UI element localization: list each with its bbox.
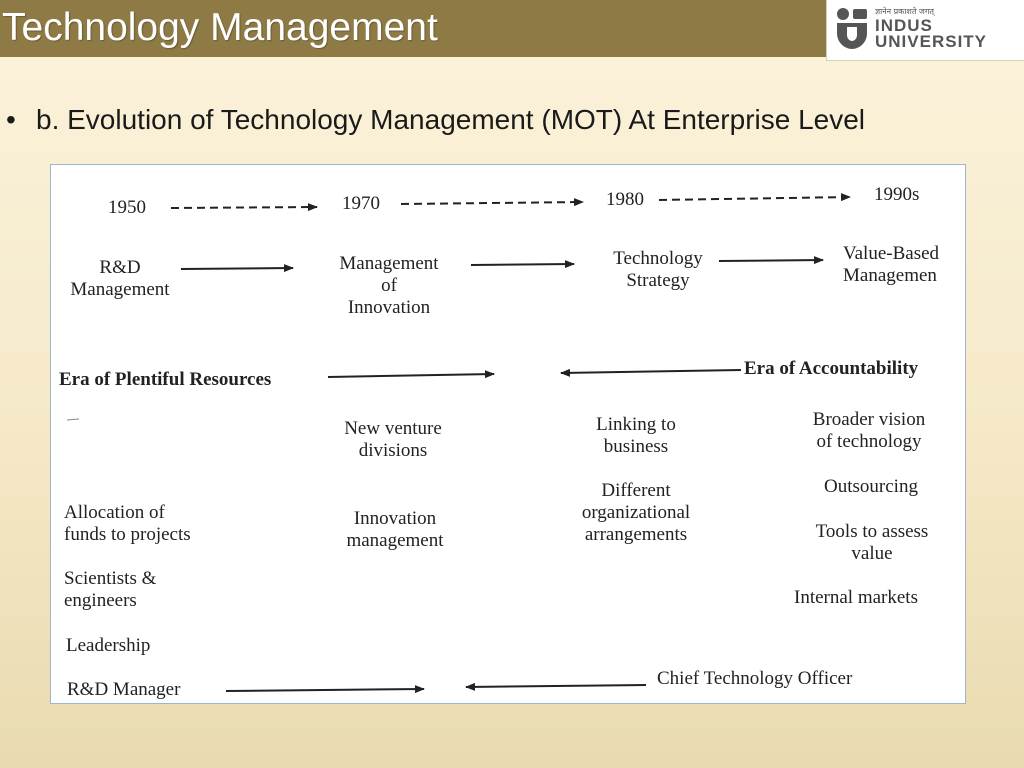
- tools-to-assess-value: Tools to assess value: [815, 521, 929, 564]
- internal-markets: Internal markets: [794, 587, 918, 608]
- cto-arrow: [465, 682, 647, 691]
- era-accountability: Era of Accountability: [744, 358, 919, 379]
- era-accountability-arrow: [560, 368, 742, 377]
- scientists-engineers: Scientists & engineers: [64, 568, 157, 611]
- stage-arrow-3: [718, 256, 824, 265]
- stage-technology-strategy: Technology Strategy: [613, 248, 703, 291]
- logo-name-line2: UNIVERSITY: [875, 32, 988, 51]
- era-plentiful-arrow: [327, 370, 495, 379]
- university-logo: ज्ञानेन प्रकाशते जगत् INDUS UNIVERSITY: [826, 0, 1024, 61]
- bullet-icon: •: [6, 104, 16, 135]
- chief-technology-officer: Chief Technology Officer: [657, 668, 853, 689]
- innovation-management: Innovation management: [346, 508, 444, 551]
- timeline-arrow-1970-1980: [400, 198, 584, 207]
- bullet-text: b. Evolution of Technology Management (M…: [36, 104, 866, 135]
- linking-to-business: Linking to business: [596, 414, 676, 457]
- diagram-arrows: [66, 193, 851, 694]
- evolution-diagram: 1950 1970 1980 1990s R&D Management Mana…: [50, 164, 966, 704]
- logo-name-line1: INDUS: [875, 16, 933, 35]
- year-1970: 1970: [342, 193, 380, 214]
- year-1980: 1980: [606, 189, 644, 210]
- rd-manager-arrow: [225, 685, 425, 694]
- slide-title: Technology Management: [2, 6, 438, 49]
- year-1950: 1950: [108, 197, 146, 218]
- different-organizational-arrangements: Different organizational arrangements: [581, 480, 691, 545]
- new-venture-divisions: New venture divisions: [344, 418, 442, 461]
- stage-rd-management: R&D Management: [70, 257, 170, 300]
- timeline-arrow-1980-1990: [658, 193, 851, 202]
- rd-manager: R&D Manager: [67, 679, 181, 700]
- timeline-arrow-1950-1970: [170, 203, 318, 212]
- stage-management-of-innovation: Management of Innovation: [339, 253, 439, 318]
- allocation-of-funds: Allocation of funds to projects: [64, 502, 191, 545]
- stage-arrow-2: [470, 260, 575, 269]
- stage-arrow-1: [180, 264, 294, 273]
- leadership: Leadership: [66, 635, 151, 656]
- broader-vision-of-technology: Broader vision of technology: [812, 409, 926, 452]
- bullet-point: • b. Evolution of Technology Management (…: [6, 104, 865, 136]
- logo-tagline: ज्ञानेन प्रकाशते जगत्: [875, 7, 934, 16]
- indus-logo-icon: [837, 8, 867, 49]
- stage-value-based-management: Value-Based Managemen: [843, 243, 940, 286]
- era-plentiful-resources: Era of Plentiful Resources: [59, 369, 272, 390]
- outsourcing: Outsourcing: [824, 476, 918, 497]
- year-1990s: 1990s: [874, 184, 920, 205]
